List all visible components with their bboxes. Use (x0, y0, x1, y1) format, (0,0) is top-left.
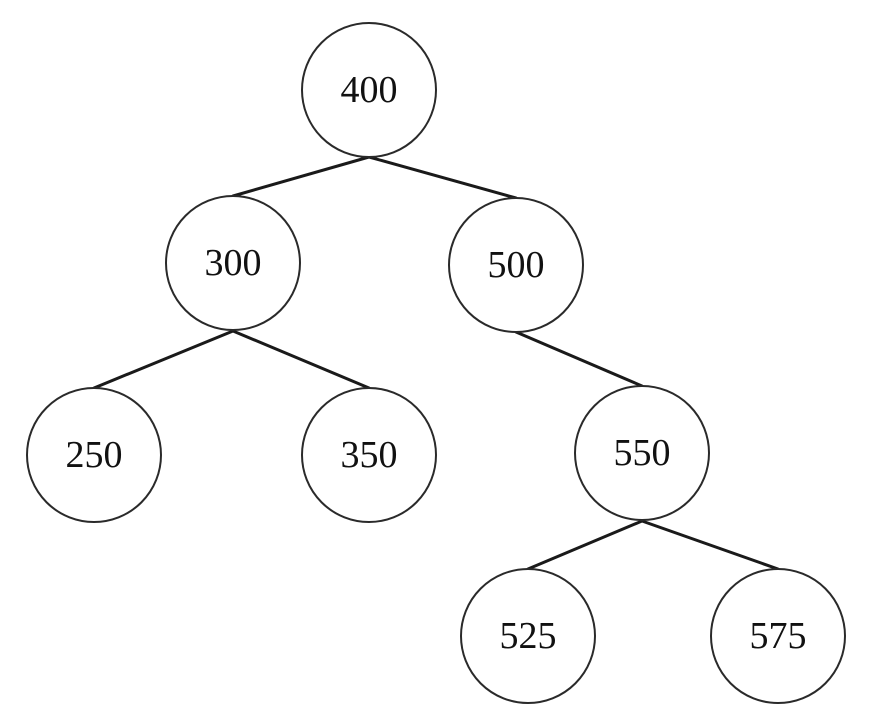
tree-node-300: 300 (165, 195, 301, 331)
node-circle (301, 387, 437, 523)
node-circle (165, 195, 301, 331)
node-label: 550 (614, 432, 671, 474)
edge-300-250 (92, 329, 235, 390)
edge-550-525 (526, 519, 644, 571)
tree-node-525: 525 (460, 568, 596, 704)
node-circle (26, 387, 162, 523)
tree-node-550: 550 (574, 385, 710, 521)
nodes-layer: 400 300 500 250 350 550 525 575 (26, 22, 846, 704)
node-circle (710, 568, 846, 704)
node-circle (301, 22, 437, 158)
node-label: 350 (341, 434, 398, 476)
node-label: 400 (341, 69, 398, 111)
tree-node-350: 350 (301, 387, 437, 523)
node-label: 250 (66, 434, 123, 476)
tree-node-500: 500 (448, 197, 584, 333)
node-circle (460, 568, 596, 704)
edge-400-500 (367, 155, 518, 200)
node-label: 575 (750, 615, 807, 657)
edge-400-300 (231, 155, 371, 198)
tree-node-250: 250 (26, 387, 162, 523)
node-circle (574, 385, 710, 521)
node-label: 300 (205, 242, 262, 284)
tree-node-400: 400 (301, 22, 437, 158)
tree-node-575: 575 (710, 568, 846, 704)
node-circle (448, 197, 584, 333)
edge-550-575 (640, 519, 780, 571)
edges-layer (92, 155, 780, 571)
edge-500-550 (514, 330, 644, 388)
node-label: 525 (500, 615, 557, 657)
node-label: 500 (488, 244, 545, 286)
edge-300-350 (231, 329, 371, 390)
